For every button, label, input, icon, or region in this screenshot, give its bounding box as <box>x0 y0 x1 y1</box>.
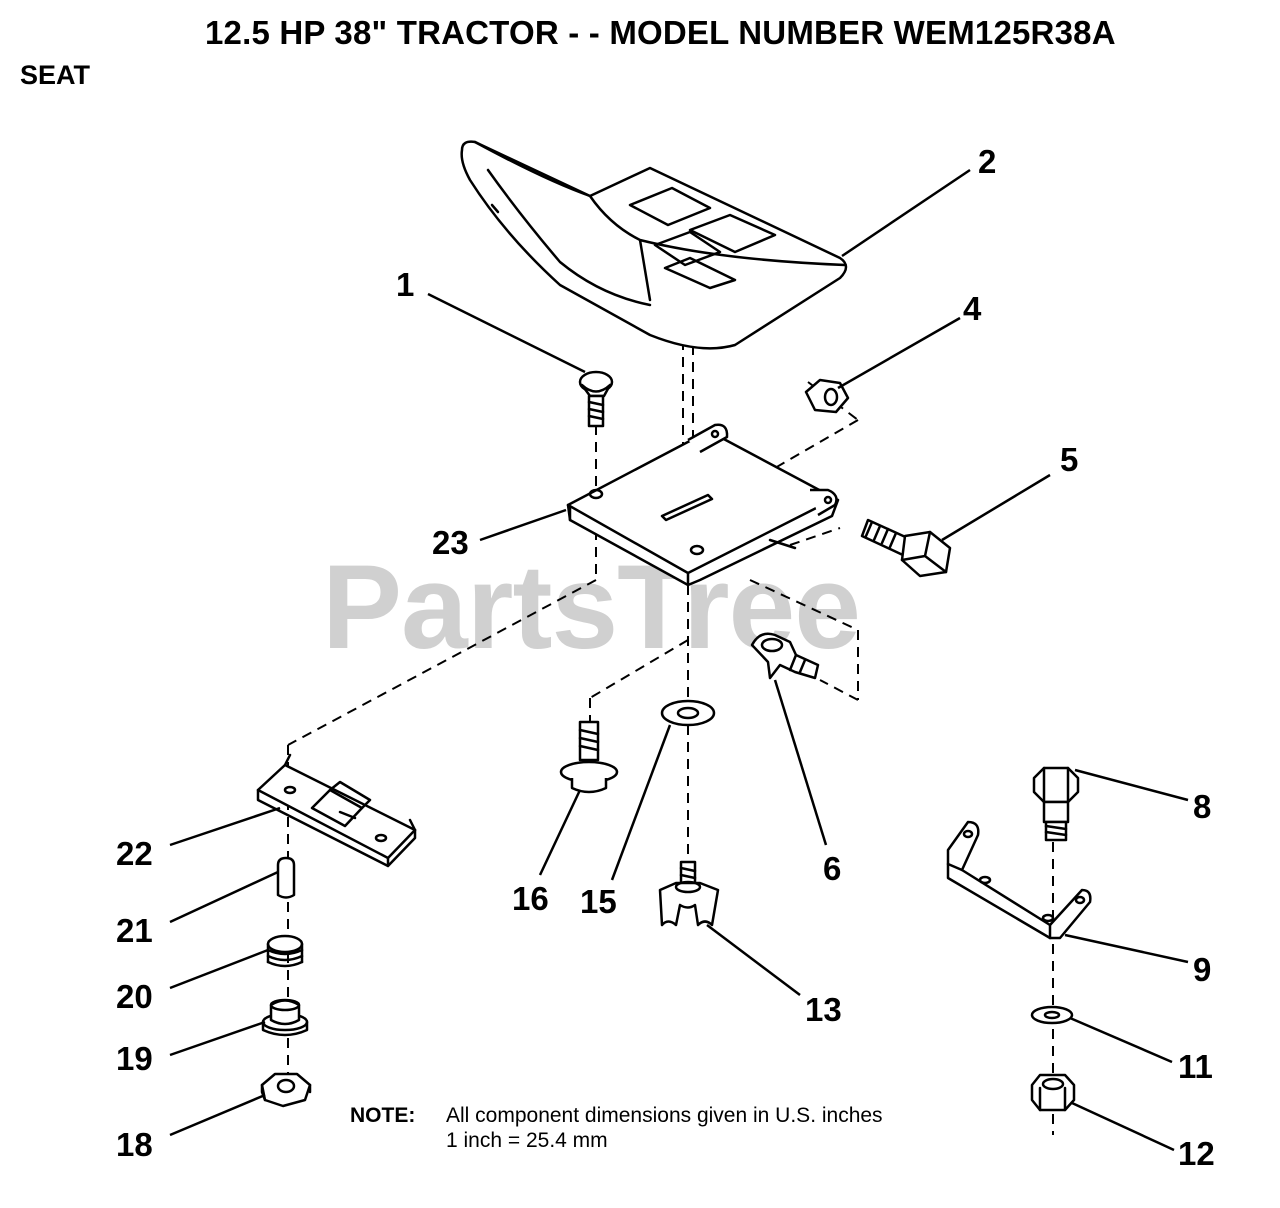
leader-line-6 <box>773 679 828 846</box>
hex-bolt-part-8 <box>1032 766 1080 842</box>
seat-part <box>460 140 848 350</box>
pin-part <box>276 856 296 899</box>
callout-6: 6 <box>823 850 842 887</box>
callout-22: 22 <box>116 835 153 872</box>
assembly-line <box>789 527 841 546</box>
callout-5: 5 <box>1060 441 1079 478</box>
carriage-bolt-part <box>578 370 614 428</box>
callout-20: 20 <box>116 978 153 1015</box>
callout-13: 13 <box>805 991 842 1028</box>
lock-nut-part <box>1030 1073 1076 1112</box>
callout-12: 12 <box>1178 1135 1215 1172</box>
hex-nut-part <box>804 378 850 414</box>
section-title: SEAT <box>20 60 91 90</box>
dimension-note: NOTE: All component dimensions given in U… <box>350 1103 883 1153</box>
callout-23: 23 <box>432 524 469 561</box>
knob-part <box>658 860 720 927</box>
shoulder-bolt-part <box>559 720 619 794</box>
callout-15: 15 <box>580 883 617 920</box>
callout-1: 1 <box>396 266 415 303</box>
leader-line-11 <box>1069 1016 1173 1064</box>
assembly-line <box>589 639 689 699</box>
leader-line-21 <box>169 870 279 924</box>
bracket-part <box>946 820 1092 940</box>
spring-part <box>266 934 304 968</box>
callout-9: 9 <box>1193 951 1212 988</box>
callout-16: 16 <box>512 880 549 917</box>
callout-4: 4 <box>963 290 982 327</box>
seat-clip-part <box>750 632 820 680</box>
leader-line-15 <box>610 724 672 881</box>
callout-19: 19 <box>116 1040 153 1077</box>
leader-line-9 <box>1064 933 1189 964</box>
leader-line-1 <box>427 292 586 374</box>
leader-line-5 <box>941 473 1051 542</box>
washer-part-11 <box>1030 1005 1074 1025</box>
washer-part-15 <box>660 699 716 727</box>
callout-21: 21 <box>116 912 153 949</box>
callout-8: 8 <box>1193 788 1212 825</box>
slide-plate-part <box>256 753 417 868</box>
leader-line-18 <box>169 1093 266 1137</box>
leader-line-2 <box>841 168 971 258</box>
bushing-part <box>261 998 309 1037</box>
hex-bolt-part-5 <box>860 518 952 578</box>
assembly-line <box>774 419 859 469</box>
assembly-line <box>287 579 597 746</box>
leader-line-23 <box>479 508 567 542</box>
leader-line-16 <box>538 789 582 876</box>
assembly-line <box>749 579 859 631</box>
callout-11: 11 <box>1178 1048 1213 1085</box>
note-line-2: 1 inch = 25.4 mm <box>446 1129 608 1152</box>
leader-line-19 <box>169 1020 266 1057</box>
leader-line-8 <box>1074 768 1189 802</box>
seat-pan-part <box>566 423 840 587</box>
leader-line-4 <box>837 316 961 390</box>
leader-line-22 <box>169 806 281 847</box>
leader-line-12 <box>1071 1101 1175 1152</box>
assembly-line <box>807 381 859 421</box>
leader-lines <box>169 168 1189 1152</box>
callout-2: 2 <box>978 143 997 180</box>
leader-line-20 <box>169 948 269 990</box>
flange-nut-part <box>260 1072 312 1108</box>
leader-line-13 <box>706 924 801 996</box>
callout-18: 18 <box>116 1126 153 1163</box>
note-label: NOTE: <box>350 1104 416 1127</box>
assembly-line <box>819 679 859 701</box>
page-title: 12.5 HP 38" TRACTOR - - MODEL NUMBER WEM… <box>205 14 1116 51</box>
note-line-1: All component dimensions given in U.S. i… <box>446 1104 883 1127</box>
